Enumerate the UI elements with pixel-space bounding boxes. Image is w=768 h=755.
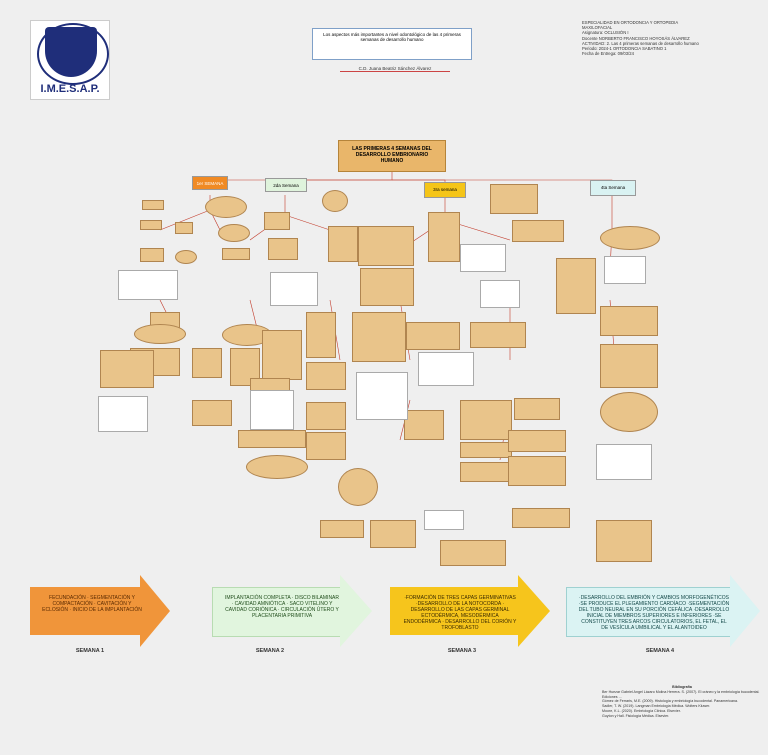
- concept-node: [460, 462, 512, 482]
- concept-node: [134, 324, 186, 344]
- bibliography-entry: Sadler, T. W. (2019). Langman Embriologí…: [602, 704, 711, 709]
- concept-node: [338, 468, 378, 506]
- embryo-diagram-image: [418, 352, 474, 386]
- week2-label: SEMANA 2: [255, 648, 285, 654]
- institution-logo: I.M.E.S.A.P.: [30, 20, 110, 100]
- concept-node: [306, 312, 336, 358]
- concept-node: [246, 455, 308, 479]
- concept-node: [508, 456, 566, 486]
- concept-node: [404, 410, 444, 440]
- concept-node: [140, 220, 162, 230]
- course-info: ESPECIALIDAD EN ORTODONCIA Y ORTOPEDIA M…: [582, 20, 752, 56]
- concept-node: [370, 520, 416, 548]
- concept-node: [600, 306, 658, 336]
- document-title: Los aspectos más importantes a nivel odo…: [312, 28, 472, 60]
- concept-node: [322, 190, 348, 212]
- concept-node: [490, 184, 538, 214]
- week4-header: 4ta Semana: [590, 180, 636, 196]
- logo-text: I.M.E.S.A.P.: [40, 83, 100, 95]
- concept-node: [428, 212, 460, 262]
- concept-node: [306, 432, 346, 460]
- concept-node: [600, 226, 660, 250]
- concept-node: [192, 400, 232, 426]
- week2-header: 2da Semana: [265, 178, 307, 192]
- concept-node: [508, 430, 566, 452]
- info-line: ACTIVIDAD: 2. Las 4 primeras semanas de …: [582, 40, 699, 46]
- concept-node: [358, 226, 414, 266]
- logo-ring-shape: [37, 23, 109, 85]
- info-line: Asignatura: OCLUSIÓN I: [582, 30, 629, 36]
- embryo-diagram-image: [424, 510, 464, 530]
- concept-node: [470, 322, 526, 348]
- concept-node: [238, 430, 306, 448]
- mindmap-main-title: LAS PRIMERAS 4 SEMANAS DEL DESARROLLO EM…: [338, 140, 446, 172]
- bibliography-entry: Guyton y Hall. Fisiología Médica. Elsevi…: [602, 713, 670, 718]
- bibliography: Bibliografía Ber Huezar Gabriel Angel Lá…: [602, 685, 762, 719]
- bibliography-heading: Bibliografía: [672, 685, 692, 689]
- week1-label: SEMANA 1: [75, 648, 105, 654]
- embryo-diagram-image: [604, 256, 646, 284]
- week3-summary: ·FORMACIÓN DE TRES CAPAS GERMINATIVAS ·D…: [403, 595, 517, 631]
- concept-node: [306, 362, 346, 390]
- embryo-diagram-image: [270, 272, 318, 306]
- concept-node: [175, 222, 193, 234]
- author-name: C.D. Juana Beatriz Sánchez Álvarez: [340, 66, 450, 72]
- concept-node: [100, 350, 154, 388]
- info-line: Fecha de Entrega: 09/03/24: [582, 51, 634, 57]
- bibliography-entry: Moore, K.L. (2020). Embriología Clínica.…: [602, 708, 681, 713]
- bibliography-entry: Gómez de Ferraris, M.E. (2009). Histolog…: [602, 699, 739, 704]
- week4-label: SEMANA 4: [645, 648, 675, 654]
- week3-label: SEMANA 3: [447, 648, 477, 654]
- concept-node: [192, 348, 222, 378]
- concept-node: [600, 344, 658, 388]
- concept-node: [512, 220, 564, 242]
- concept-node: [264, 212, 290, 230]
- concept-node: [514, 398, 560, 420]
- logo-shield-icon: [45, 27, 97, 77]
- concept-node: [262, 330, 302, 380]
- concept-node: [306, 402, 346, 430]
- week1-summary: FECUNDACIÓN · SEGMENTACIÓN Y COMPACTACIÓ…: [42, 595, 142, 613]
- info-line: ESPECIALIDAD EN ORTODONCIA Y ORTOPEDIA: [582, 20, 679, 25]
- week2-summary: IMPLANTACIÓN COMPLETA · DISCO BILAMINAR …: [225, 595, 339, 619]
- concept-node: [222, 248, 250, 260]
- concept-node: [440, 540, 506, 566]
- concept-node: [352, 312, 406, 362]
- concept-node: [175, 250, 197, 264]
- concept-node: [512, 508, 570, 528]
- week3-header: 3ra semana: [424, 182, 466, 198]
- embryo-diagram-image: [356, 372, 408, 420]
- concept-node: [268, 238, 298, 260]
- info-line: MAXILOFACIAL: [582, 25, 613, 31]
- embryo-diagram-image: [460, 244, 506, 272]
- embryo-diagram-image: [480, 280, 520, 308]
- bibliography-entry: Ber Huezar Gabriel Angel Lázaro Molina H…: [602, 689, 760, 699]
- week2-arrow: IMPLANTACIÓN COMPLETA · DISCO BILAMINAR …: [212, 575, 372, 647]
- embryo-diagram-image: [596, 444, 652, 480]
- embryo-diagram-image: [250, 390, 294, 430]
- concept-node: [600, 392, 658, 432]
- week3-arrow: ·FORMACIÓN DE TRES CAPAS GERMINATIVAS ·D…: [390, 575, 550, 647]
- week1-header: 1er SEMANA: [192, 176, 228, 190]
- concept-node: [460, 442, 512, 458]
- week4-summary: ·DESARROLLO DEL EMBRIÓN Y CAMBIOS MORFOG…: [578, 595, 730, 631]
- week1-arrow: FECUNDACIÓN · SEGMENTACIÓN Y COMPACTACIÓ…: [30, 575, 170, 647]
- concept-node: [360, 268, 414, 306]
- concept-node: [460, 400, 512, 440]
- concept-node: [406, 322, 460, 350]
- info-line: Docente NORBERTO FRANCISCO HOYOSÁS ÁLVAR…: [582, 35, 690, 41]
- concept-node: [140, 248, 164, 262]
- concept-node: [596, 520, 652, 562]
- week4-arrow: ·DESARROLLO DEL EMBRIÓN Y CAMBIOS MORFOG…: [566, 575, 762, 647]
- embryo-diagram-image: [118, 270, 178, 300]
- concept-node: [142, 200, 164, 210]
- concept-node: [328, 226, 358, 262]
- concept-node: [320, 520, 364, 538]
- concept-node: [556, 258, 596, 314]
- concept-node: [205, 196, 247, 218]
- concept-node: [218, 224, 250, 242]
- info-line: Periodo: 2024-1 ORTODONCIA SABATINO 1: [582, 46, 667, 52]
- embryo-diagram-image: [98, 396, 148, 432]
